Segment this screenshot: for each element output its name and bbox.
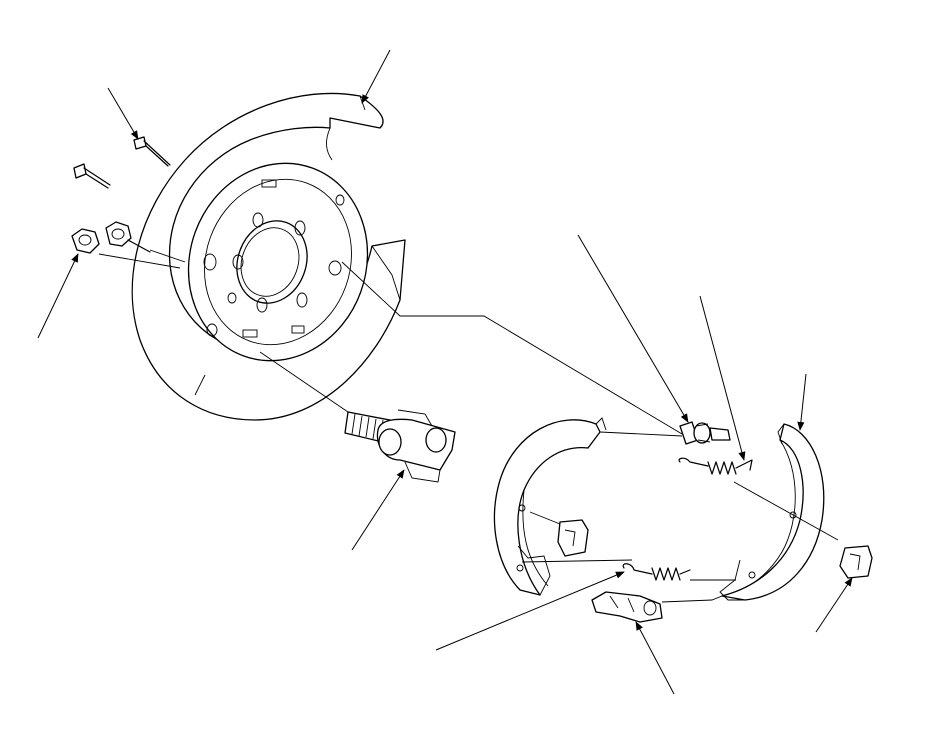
parking-brake-strut xyxy=(344,409,456,483)
leader-brake-shoe-rear xyxy=(797,373,807,431)
dust-shield xyxy=(131,92,406,421)
leader-dust-shield xyxy=(361,49,391,104)
flange-nut xyxy=(105,221,151,253)
backing-plate-holes xyxy=(203,179,345,338)
leader-adjuster-assembly xyxy=(577,234,689,423)
leader-upper-return-spring xyxy=(699,295,746,461)
brake-shoe-rear xyxy=(719,423,825,601)
leader-parking-brake-strut xyxy=(351,469,405,551)
leader-shield-bolt xyxy=(107,87,139,140)
leader-lines xyxy=(37,49,853,695)
upper-return-spring xyxy=(678,457,753,475)
adjuster-assembly xyxy=(679,421,731,445)
lower-return-spring xyxy=(622,563,691,581)
leader-hold-down-clip xyxy=(815,577,853,633)
brake-shoe-front xyxy=(493,417,607,596)
adjuster-lever xyxy=(591,591,663,623)
lock-nut xyxy=(71,228,100,254)
shield-bolt xyxy=(133,136,171,167)
hold-down-clip-rear xyxy=(839,545,873,579)
anchor-bolt xyxy=(73,163,111,189)
hold-down-clip-front xyxy=(557,519,589,557)
leader-lower-return-spring xyxy=(435,571,625,651)
leader-lock-nut xyxy=(37,253,79,339)
leader-adjuster-lever xyxy=(635,621,675,695)
backing-plate xyxy=(187,162,369,362)
